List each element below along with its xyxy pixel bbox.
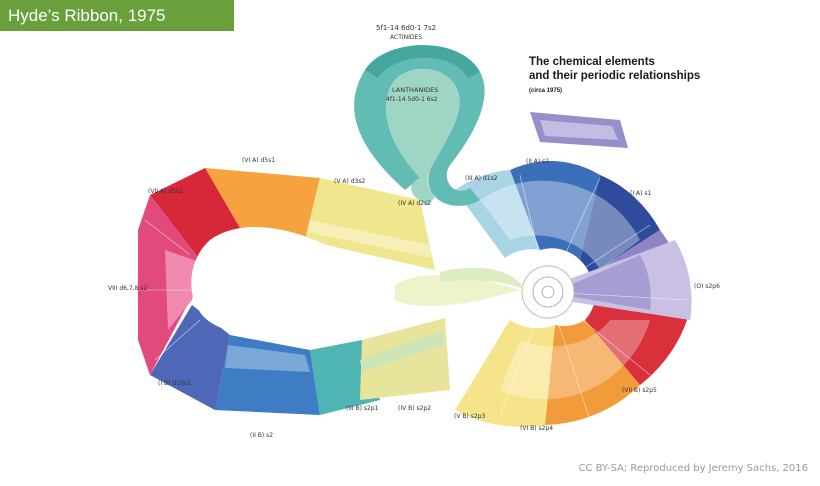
label-iia: (II A) s2 — [526, 158, 549, 165]
label-iib: (II B) s2 — [250, 432, 273, 439]
label-lanthanides: LANTHANIDES — [392, 86, 438, 94]
label-va: (V A) d3s2 — [334, 178, 365, 185]
label-iiia: (III A) d1s2 — [465, 175, 498, 182]
label-o: (O) s2p6 — [694, 283, 720, 290]
label-ib: (I B) d10s1 — [158, 380, 191, 387]
label-lanthanides-config: 4f1-14 5d0-1 6s2 — [386, 96, 438, 103]
legend-graphic — [530, 112, 628, 148]
label-actinides-config: 5f1-14 6d0-1 7s2 — [376, 24, 436, 32]
label-viii: VIII d6,7,8 s2 — [108, 285, 147, 292]
label-via: (VI A) d5s1 — [242, 157, 275, 164]
group-vb-wedge — [455, 320, 555, 427]
label-vib: (VI B) s2p4 — [520, 425, 553, 432]
label-actinides: ACTINIDES — [390, 34, 422, 41]
group-iib-right-wedge — [455, 170, 540, 258]
label-iiib: (III B) s2p1 — [346, 405, 379, 412]
ribbon-labels: 5f1-14 6d0-1 7s2 ACTINIDES LANTHANIDES 4… — [108, 24, 720, 439]
group-via-wedge — [205, 168, 320, 240]
credit-line: CC BY-SA; Reproduced by Jeremy Sachs, 20… — [578, 463, 808, 474]
heading-line-2: and their periodic relationships — [529, 70, 701, 82]
label-viia: (VII A) d5s2 — [148, 188, 183, 195]
central-band — [395, 275, 520, 307]
group-ia-wedge — [580, 175, 660, 275]
heading-line-1: The chemical elements — [529, 56, 655, 68]
diagram-heading: The chemical elements and their periodic… — [529, 55, 759, 98]
label-vb: (V B) s2p3 — [454, 413, 485, 420]
label-viib: (VII B) s2p5 — [622, 387, 657, 394]
spoke-lines — [140, 174, 689, 421]
group-ib-wedge — [150, 305, 230, 410]
left-loop-inner — [191, 227, 374, 336]
label-iva: (IV A) d2s2 — [398, 200, 431, 207]
banner-title: Hyde’s Ribbon, 1975 — [8, 6, 166, 25]
group-iia-wedge — [510, 160, 600, 260]
group-vib-wedge — [545, 320, 640, 425]
left-loop — [138, 168, 525, 415]
f-block-loop — [354, 45, 485, 206]
group-viib-wedge — [585, 300, 690, 385]
heading-line-3: (circa 1975) — [529, 88, 563, 94]
title-banner: Hyde’s Ribbon, 1975 — [0, 0, 234, 31]
actinides-ribbon — [354, 45, 485, 206]
label-ivb: (IV B) s2p2 — [398, 405, 431, 412]
label-ia: (I A) s1 — [630, 190, 651, 197]
lanthanides-ribbon — [386, 68, 460, 205]
